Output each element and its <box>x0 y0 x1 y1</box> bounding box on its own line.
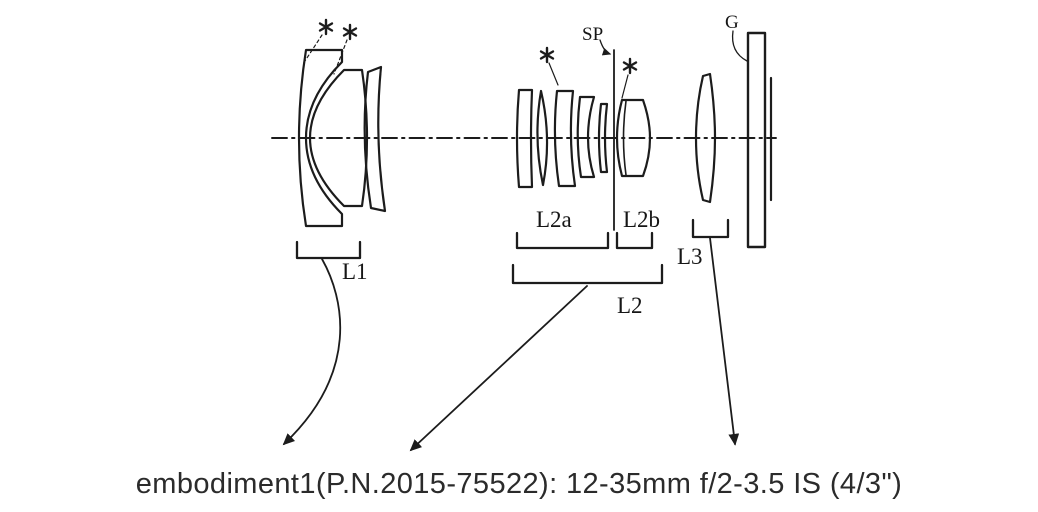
bracket-l1 <box>295 240 362 260</box>
leader-asterisk <box>621 74 629 99</box>
label-sp: SP <box>582 24 603 45</box>
bracket-l3 <box>691 218 730 239</box>
lens-element <box>576 95 596 179</box>
cemented-surface-line <box>622 100 627 176</box>
label-l3: L3 <box>677 244 703 269</box>
leader-asterisk <box>333 39 348 75</box>
label-l1: L1 <box>342 259 368 284</box>
asterisk-icon <box>342 23 358 41</box>
lens-element <box>363 65 387 213</box>
leader-asterisk <box>548 62 559 86</box>
label-l2: L2 <box>617 293 643 318</box>
arrow-l2 <box>409 285 588 452</box>
lens-element <box>536 89 549 187</box>
lens-group-l1 <box>297 48 387 228</box>
label-g: G <box>725 12 739 33</box>
label-l2b: L2b <box>623 207 660 232</box>
asterisk-icon <box>539 46 555 64</box>
lens-element <box>515 88 534 189</box>
lens-element <box>694 72 717 204</box>
lens-element <box>597 102 609 174</box>
lens-group-l2a <box>515 88 609 189</box>
bracket-l2 <box>511 263 664 285</box>
leader-asterisk <box>302 34 323 65</box>
lens-element <box>615 98 652 178</box>
leader-g <box>731 30 748 62</box>
label-l2a: L2a <box>536 207 572 232</box>
bracket-l2a <box>515 231 610 250</box>
glass-block <box>746 31 767 249</box>
arrow-l3 <box>709 237 740 446</box>
asterisk-icon <box>318 18 334 36</box>
lens-group-l3 <box>694 72 717 204</box>
asterisk-icon <box>622 57 638 75</box>
leader-sp <box>599 39 612 56</box>
figure-caption: embodiment1(P.N.2015-75522): 12-35mm f/2… <box>135 468 903 500</box>
lens-element <box>553 89 577 188</box>
bracket-l2b <box>615 231 654 250</box>
lens-diagram: SP G L1 L2a L2b L2 L3 <box>271 12 777 452</box>
arrow-l1 <box>282 258 342 446</box>
lens-element <box>297 48 344 228</box>
lens-element <box>308 68 369 208</box>
lens-group-l2b <box>615 98 652 178</box>
